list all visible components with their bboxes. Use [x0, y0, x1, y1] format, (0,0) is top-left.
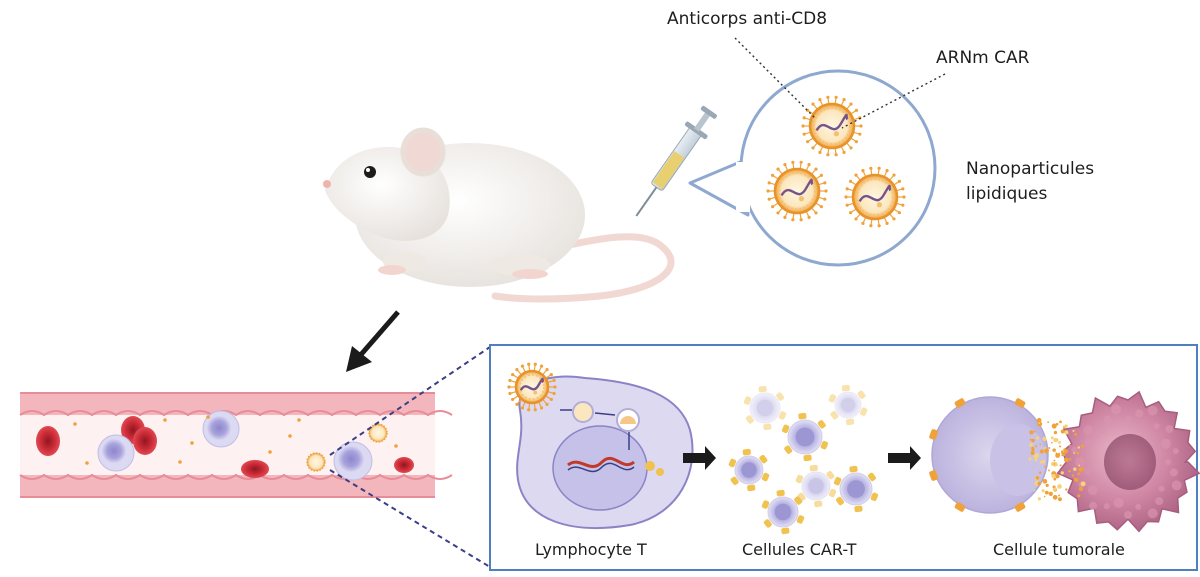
nanoparticles-label: Nanoparticules lipidiques — [966, 157, 1094, 207]
arrow-right-icon — [683, 446, 716, 470]
arrow-down-left-icon — [346, 310, 400, 372]
cytotoxic-burst — [1028, 417, 1086, 502]
car-t-attacking-tumor — [929, 396, 1049, 514]
lnp-particle — [801, 95, 863, 157]
nanoparticles-label-line1: Nanoparticules — [966, 159, 1095, 179]
vessel-nanoparticles — [306, 423, 388, 472]
lnp-particle — [766, 160, 828, 222]
lnp-particle-entering — [507, 362, 557, 412]
nanoparticles-label-line2: lipidiques — [966, 184, 1048, 204]
vessel-dots — [73, 415, 398, 465]
mouse-illustration — [323, 127, 675, 303]
tumor-cell — [1056, 390, 1200, 533]
syringe-icon — [635, 105, 717, 217]
lymphocyte-label: Lymphocyte T — [535, 540, 647, 559]
tumor-cell-label: Cellule tumorale — [993, 540, 1125, 559]
car-t-cells — [728, 384, 879, 535]
lymphocyte-cell — [516, 375, 694, 529]
zoom-line-bottom — [329, 469, 491, 568]
car-t-label: Cellules CAR-T — [742, 540, 857, 559]
nanoparticle-zoom-circle — [688, 69, 937, 267]
mrna-pointer-line — [841, 73, 946, 129]
mrna-label: ARNm CAR — [936, 48, 1030, 68]
blood-vessel — [19, 392, 453, 498]
lymphocytes-in-vessel — [97, 410, 373, 481]
antibody-label: Anticorps anti-CD8 — [667, 9, 828, 29]
red-blood-cells — [36, 416, 414, 478]
antibody-pointer-line — [734, 37, 816, 119]
lnp-particle — [844, 166, 906, 228]
arrow-right-icon — [888, 446, 921, 470]
